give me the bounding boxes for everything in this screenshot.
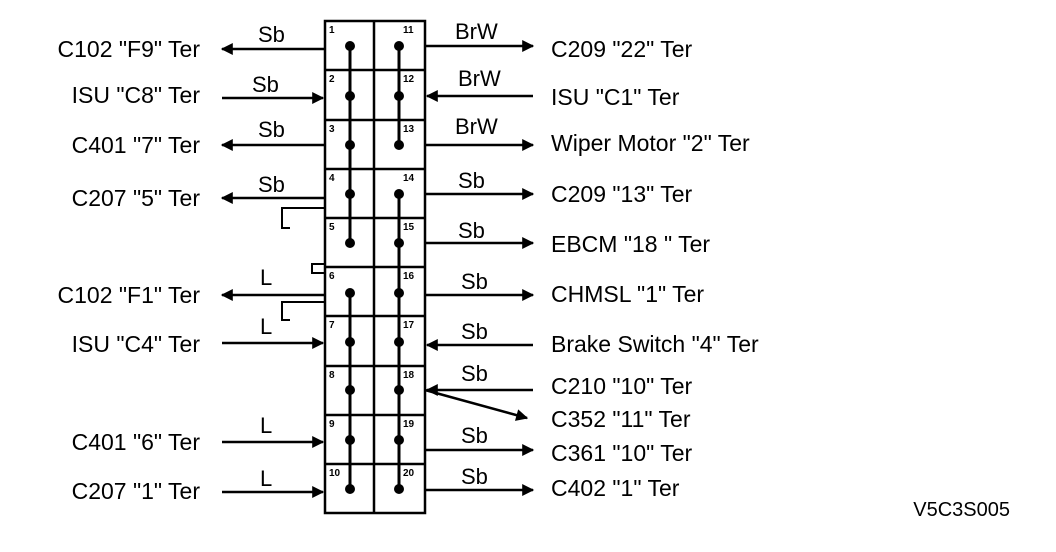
wire-color-label: BrW <box>455 114 498 139</box>
pin-numbers-right: 11 12 13 14 15 16 17 18 19 20 <box>403 25 415 479</box>
connector-block <box>323 19 427 515</box>
terminal-label: C207 "5" Ter <box>72 185 201 211</box>
left-wires <box>220 43 325 498</box>
pin-numbers-left: 1 2 3 4 5 6 7 8 9 10 <box>329 25 341 479</box>
terminal-label: C401 "6" Ter <box>72 429 201 455</box>
wire-color-label: Sb <box>458 218 485 243</box>
pin-number: 13 <box>403 124 415 135</box>
wire-color-label: L <box>260 413 272 438</box>
terminal-label: C102 "F1" Ter <box>58 282 201 308</box>
wire-color-label: Sb <box>461 464 488 489</box>
terminal-label: C210 "10" Ter <box>551 373 693 399</box>
right-wire-labels: BrW BrW BrW Sb Sb Sb Sb Sb Sb Sb <box>455 19 501 489</box>
bus-bar-left <box>345 41 355 494</box>
terminal-label: C401 "7" Ter <box>72 132 201 158</box>
terminal-label: C209 "22" Ter <box>551 36 693 62</box>
pin-number: 5 <box>329 222 335 233</box>
pin-number: 3 <box>329 124 335 135</box>
wire-color-label: Sb <box>461 319 488 344</box>
pin-number: 8 <box>329 370 335 381</box>
right-terminal-labels: C209 "22" Ter ISU "C1" Ter Wiper Motor "… <box>551 36 759 501</box>
wire-color-label: Sb <box>252 72 279 97</box>
left-wire-labels: Sb Sb Sb Sb L L L L <box>252 22 285 491</box>
pin-number: 15 <box>403 222 415 233</box>
pin-number: 16 <box>403 271 415 282</box>
wire-color-label: Sb <box>461 423 488 448</box>
pin-number: 4 <box>329 173 335 184</box>
terminal-label: C361 "10" Ter <box>551 440 693 466</box>
right-wires <box>424 40 535 496</box>
pin-number: 9 <box>329 419 335 430</box>
pin-number: 1 <box>329 25 335 36</box>
terminal-label: ISU "C8" Ter <box>72 82 201 108</box>
pin-number: 18 <box>403 370 415 381</box>
terminal-label: ISU "C4" Ter <box>72 331 201 357</box>
pin-number: 2 <box>329 74 335 85</box>
pin-number: 6 <box>329 271 335 282</box>
figure-code: V5C3S005 <box>913 499 1010 521</box>
terminal-label: C402 "1" Ter <box>551 475 680 501</box>
bus-bar-right <box>394 41 404 494</box>
wire-color-label: Sb <box>258 117 285 142</box>
wire-color-label: L <box>260 265 272 290</box>
pin-number: 17 <box>403 320 415 331</box>
terminal-label: EBCM "18 " Ter <box>551 231 710 257</box>
pin-number: 7 <box>329 320 335 331</box>
wire-color-label: Sb <box>461 269 488 294</box>
terminal-label: Wiper Motor "2" Ter <box>551 130 750 156</box>
terminal-label: C102 "F9" Ter <box>58 36 201 62</box>
terminal-label: ISU "C1" Ter <box>551 84 680 110</box>
wire-color-label: BrW <box>458 66 501 91</box>
terminal-label: C209 "13" Ter <box>551 181 693 207</box>
pin-number: 12 <box>403 74 415 85</box>
wire-color-label: L <box>260 314 272 339</box>
wire-color-label: Sb <box>461 361 488 386</box>
bracket-symbols <box>281 207 326 321</box>
wire-color-label: Sb <box>258 22 285 47</box>
pin-number: 14 <box>403 173 415 184</box>
wire-color-label: Sb <box>258 172 285 197</box>
left-terminal-labels: C102 "F9" Ter ISU "C8" Ter C401 "7" Ter … <box>58 36 201 504</box>
wire-color-label: BrW <box>455 19 498 44</box>
wire-color-label: Sb <box>458 168 485 193</box>
terminal-label: C207 "1" Ter <box>72 478 201 504</box>
terminal-label: CHMSL "1" Ter <box>551 281 704 307</box>
pin-number: 20 <box>403 468 415 479</box>
terminal-label: Brake Switch "4" Ter <box>551 331 759 357</box>
pin-number: 19 <box>403 419 415 430</box>
pin-number: 10 <box>329 468 341 479</box>
pin-number: 11 <box>403 25 414 36</box>
terminal-label: C352 "11" Ter <box>551 406 691 432</box>
wire-color-label: L <box>260 466 272 491</box>
